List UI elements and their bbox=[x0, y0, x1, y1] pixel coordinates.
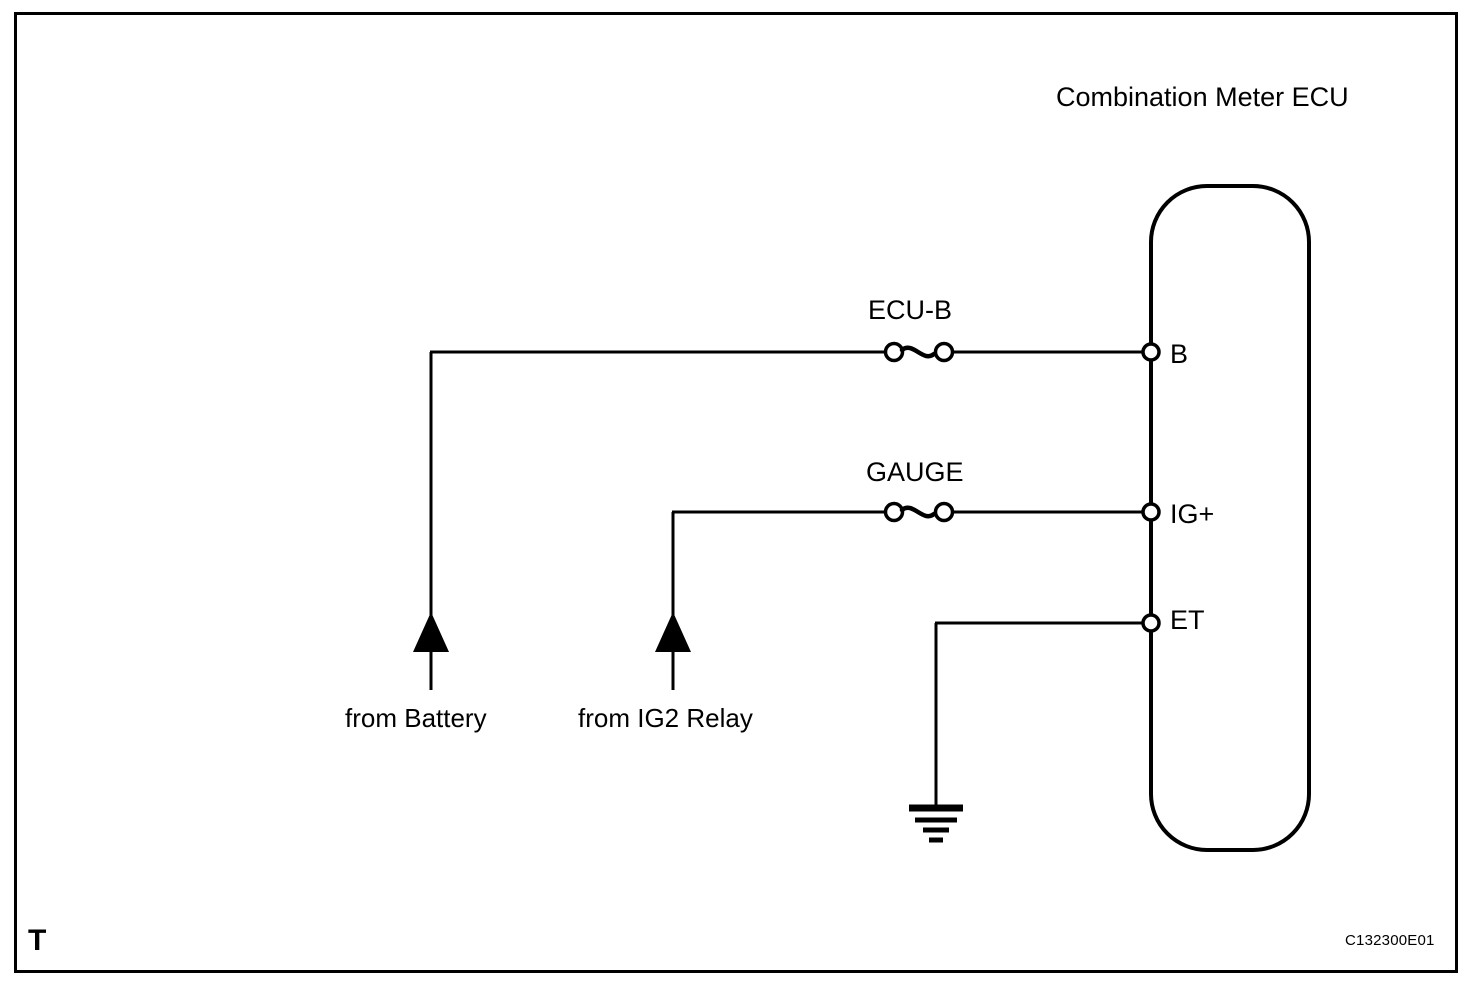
fuse-label-ecu-b: ECU-B bbox=[868, 295, 953, 325]
arrowhead-from-battery-icon bbox=[413, 612, 449, 652]
terminal-label-ig-plus: IG+ bbox=[1170, 499, 1215, 529]
fuse-label-gauge: GAUGE bbox=[866, 457, 964, 487]
source-label-from-battery: from Battery bbox=[345, 703, 487, 733]
terminal-et-connector[interactable] bbox=[1141, 613, 1161, 633]
page-border bbox=[14, 12, 1458, 973]
figure-reference-code: C132300E01 bbox=[1345, 932, 1435, 949]
source-label-from-ig2-relay: from IG2 Relay bbox=[578, 703, 753, 733]
terminal-b-connector[interactable] bbox=[1141, 342, 1161, 362]
terminal-label-b: B bbox=[1170, 339, 1189, 369]
fuse-gauge-symbol[interactable] bbox=[883, 501, 955, 523]
ecu-block-title: Combination Meter ECU bbox=[1056, 82, 1349, 112]
fuse-ecu-b-symbol[interactable] bbox=[883, 341, 955, 363]
terminal-label-et: ET bbox=[1170, 605, 1205, 635]
ground-symbol-icon bbox=[909, 804, 963, 843]
arrowhead-from-ig2-relay-icon bbox=[655, 612, 691, 652]
page-corner-marker: T bbox=[28, 924, 47, 957]
terminal-ig-plus-connector[interactable] bbox=[1141, 502, 1161, 522]
